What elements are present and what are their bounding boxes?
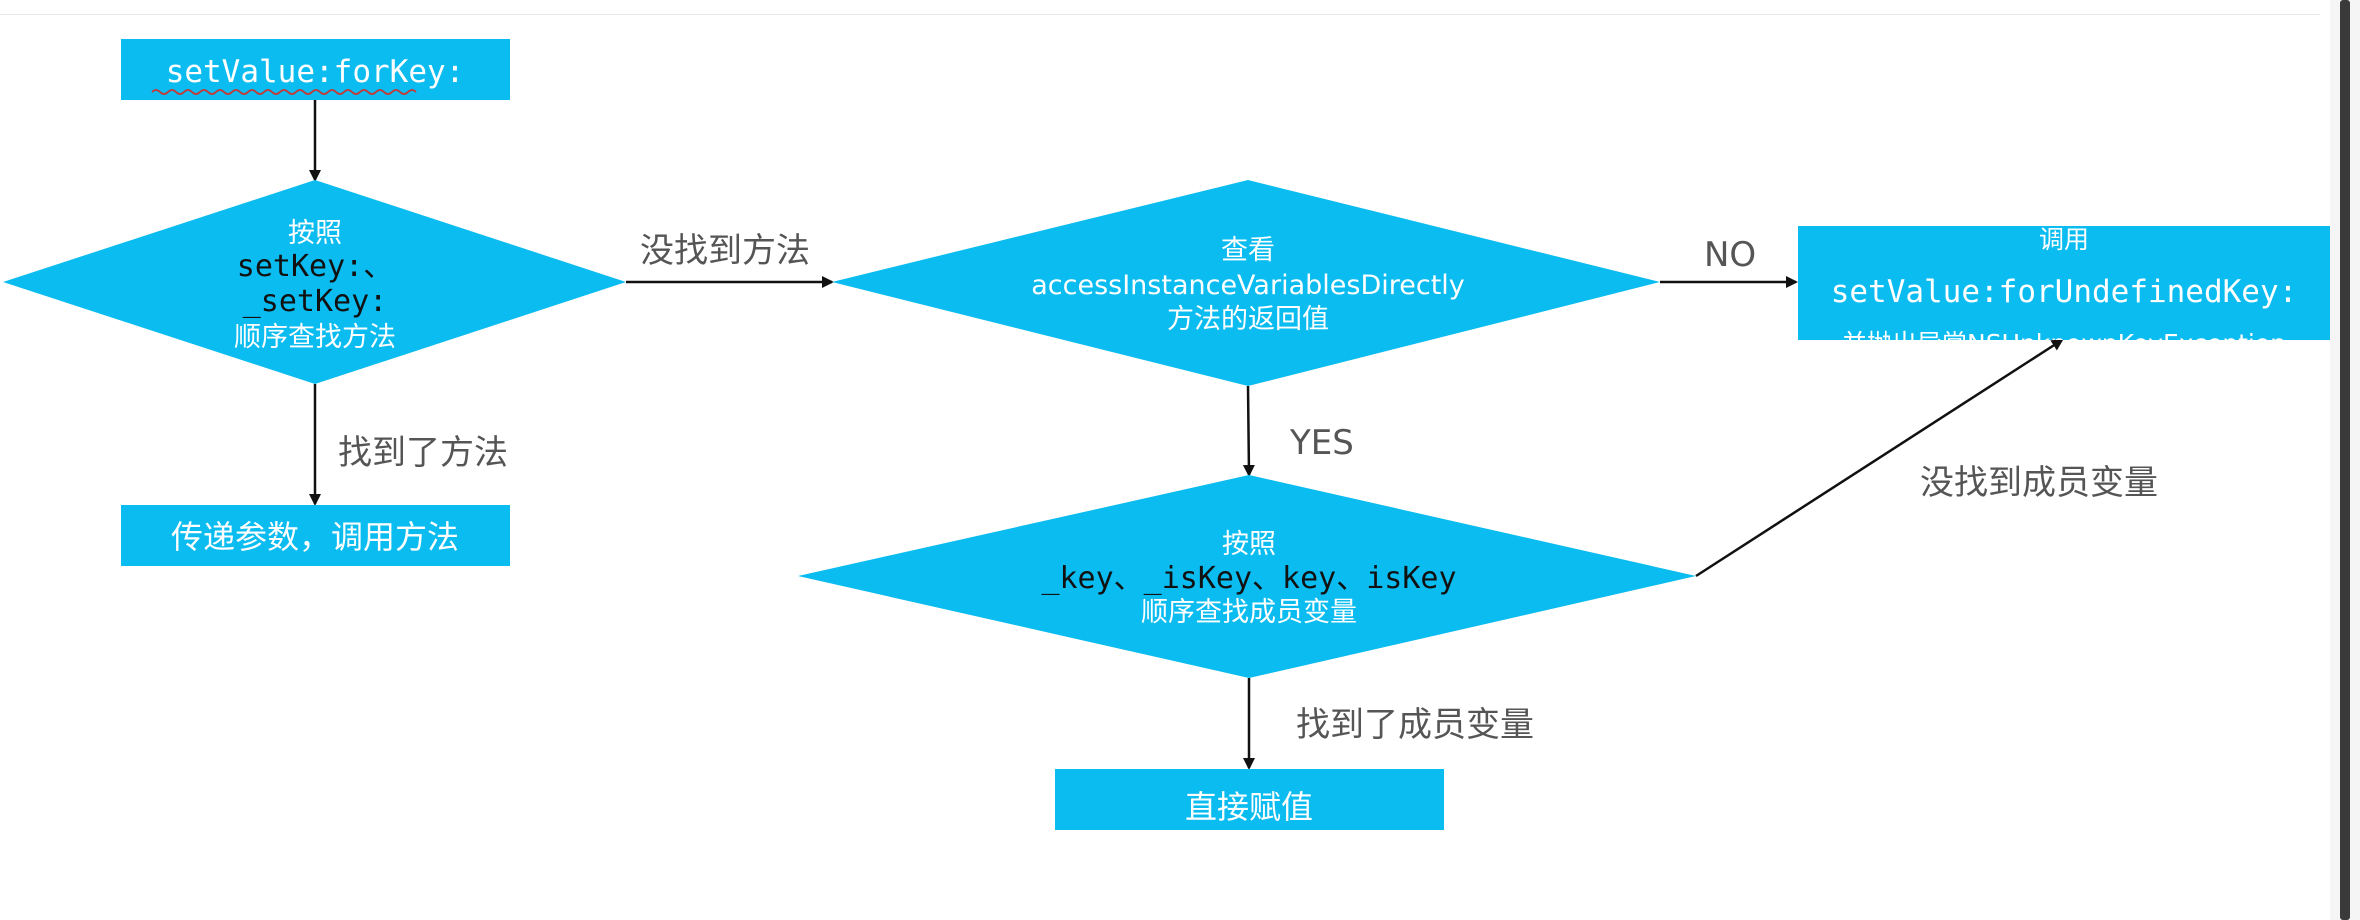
node-check-ivars: 按照 _key、_isKey、key、isKey 顺序查找成员变量 xyxy=(798,475,1696,678)
top-divider xyxy=(0,14,2320,15)
assign-text: 直接赋值 xyxy=(1185,788,1313,826)
node-check-access: 查看 accessInstanceVariablesDirectly 方法的返回… xyxy=(832,180,1660,386)
undefined-key-line2: setValue:forUndefinedKey: xyxy=(1831,274,2298,310)
check-setter-line2: setKey:、 xyxy=(237,249,393,284)
check-access-line1: 查看 xyxy=(1221,235,1275,266)
label-no: NO xyxy=(1704,235,1756,275)
check-setter-line3: _setKey: xyxy=(243,284,388,319)
edges xyxy=(309,100,2064,770)
check-setter-line1: 按照 xyxy=(288,218,342,249)
node-call-method: 传递参数，调用方法 xyxy=(121,505,510,566)
label-found-ivar: 找到了成员变量 xyxy=(1296,705,1534,745)
spellcheck-underline xyxy=(151,89,417,95)
node-undefined-key: 调用 setValue:forUndefinedKey: 并抛出异常NSUnkn… xyxy=(1798,225,2331,358)
check-access-line3: 方法的返回值 xyxy=(1167,304,1329,335)
start-text: setValue:forKey: xyxy=(166,54,465,90)
node-check-setter: 按照 setKey:、 _setKey: 顺序查找方法 xyxy=(3,180,626,384)
check-setter-line4: 顺序查找方法 xyxy=(234,322,396,353)
check-ivars-line2: _key、_isKey、key、isKey xyxy=(1041,561,1456,596)
arrow-access-to-ivars xyxy=(1242,385,1255,477)
call-method-text: 传递参数，调用方法 xyxy=(171,518,459,556)
undefined-key-line1: 调用 xyxy=(2039,225,2089,254)
label-not-found-method: 没找到方法 xyxy=(640,231,810,271)
label-found-method: 找到了方法 xyxy=(338,433,508,473)
check-access-line2: accessInstanceVariablesDirectly xyxy=(1031,270,1465,301)
arrow-ivars-to-undefined xyxy=(1695,338,2064,578)
label-yes: YES xyxy=(1289,423,1354,463)
check-ivars-line1: 按照 xyxy=(1222,529,1276,560)
label-not-found-ivar: 没找到成员变量 xyxy=(1920,463,2158,503)
node-assign: 直接赋值 xyxy=(1055,769,1444,830)
check-ivars-line3: 顺序查找成员变量 xyxy=(1141,597,1357,628)
undefined-key-line3: 并抛出异常NSUnknownKeyException xyxy=(1842,329,2286,358)
node-start: setValue:forKey: xyxy=(121,39,510,100)
scrollbar-thumb[interactable] xyxy=(2340,0,2350,920)
